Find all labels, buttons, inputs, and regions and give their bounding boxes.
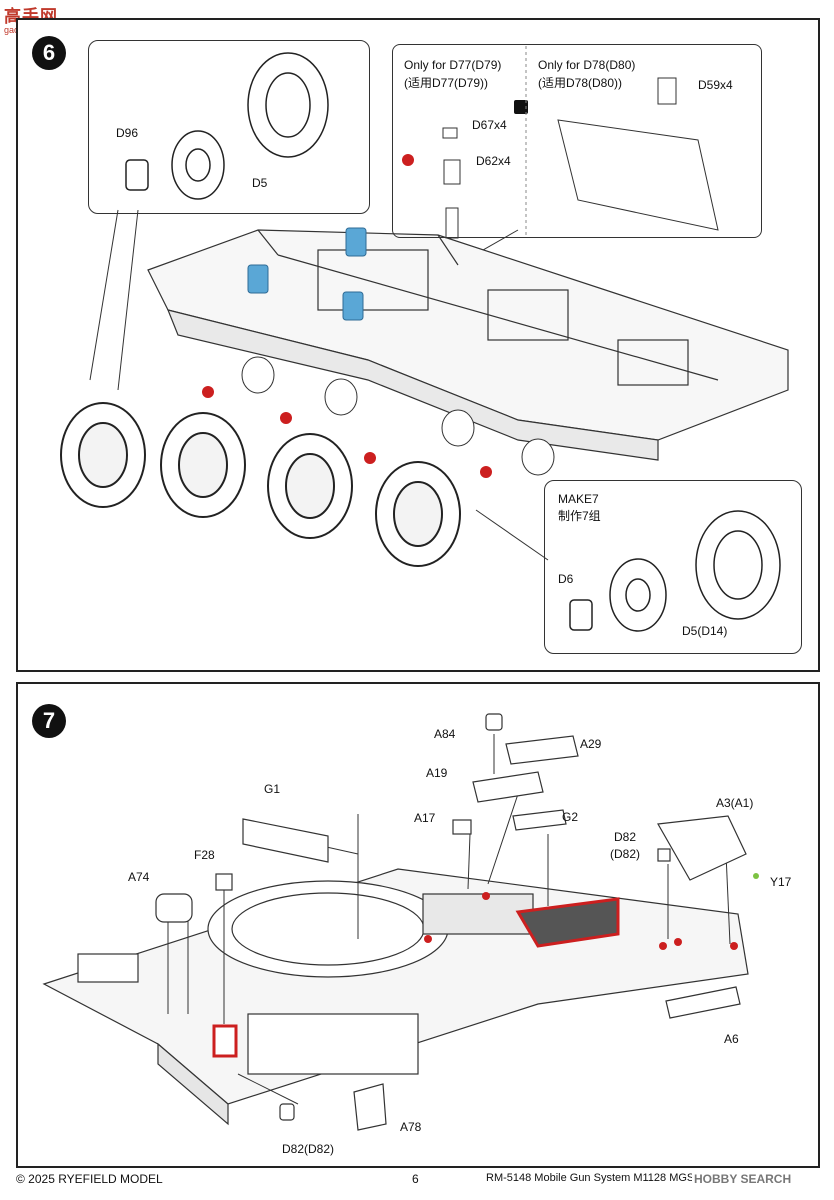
label-d5: D5 <box>252 176 268 190</box>
label-d82-top: D82 <box>614 830 637 844</box>
label-d5-d14: D5(D14) <box>682 624 728 638</box>
highlighted-hatch <box>515 897 620 948</box>
y17-marker <box>753 873 759 879</box>
label-make7: MAKE7 <box>558 492 599 506</box>
label-a84: A84 <box>434 727 456 741</box>
label-a19: A19 <box>426 766 448 780</box>
footer-copyright: © 2025 RYEFIELD MODEL <box>16 1172 163 1186</box>
br-wheel-exploded <box>569 510 781 632</box>
footer-product: RM-5148 Mobile Gun System M1128 MGS Stry… <box>486 1172 733 1184</box>
step-6-number: 6 <box>32 36 66 70</box>
callout-make-seven <box>544 480 802 654</box>
tr-suspension-parts <box>442 46 719 239</box>
step-7-parts <box>155 713 747 1131</box>
label-d67: D67x4 <box>472 118 507 132</box>
attach-markers-step7 <box>424 892 738 950</box>
hull-hubs <box>241 356 555 476</box>
footer-watermark: HOBBY SEARCH <box>692 1172 792 1186</box>
label-a3-a1: A3(A1) <box>716 796 754 810</box>
label-a29: A29 <box>580 737 602 751</box>
label-only-d78: Only for D78(D80) <box>538 58 636 72</box>
step-6-panel: 6 <box>16 18 820 672</box>
road-wheels <box>60 402 461 567</box>
label-make7-cn: 制作7组 <box>558 509 601 523</box>
hull-top-plate <box>42 868 749 1126</box>
label-d96: D96 <box>116 126 139 140</box>
label-d62: D62x4 <box>476 154 511 168</box>
label-d82-top-paren: (D82) <box>610 847 641 861</box>
label-d59: D59x4 <box>698 78 733 92</box>
step-7-diagram <box>42 713 759 1131</box>
label-only-d77: Only for D77(D79) <box>404 58 502 72</box>
label-a17: A17 <box>414 811 436 825</box>
label-d82-bottom: D82(D82) <box>282 1142 335 1156</box>
label-g1: G1 <box>264 782 281 796</box>
label-only-d77-cn: (适用D77(D79)) <box>404 76 489 90</box>
label-a78: A78 <box>400 1120 422 1134</box>
label-y17: Y17 <box>770 875 792 889</box>
step-7-panel: 7 <box>16 682 820 1168</box>
label-a74: A74 <box>128 870 150 884</box>
step-7-number: 7 <box>32 704 66 738</box>
blue-suspension-caps <box>247 227 367 321</box>
hull-chassis <box>147 229 789 461</box>
step-6-diagram <box>60 46 789 632</box>
footer-page-number: 6 <box>412 1172 419 1186</box>
label-only-d78-cn: (适用D78(D80)) <box>538 76 623 90</box>
callout-suspension-variants <box>392 44 762 238</box>
attach-markers <box>202 100 528 478</box>
label-d6: D6 <box>558 572 574 586</box>
callout-wheel-assembly <box>88 40 370 214</box>
label-a6: A6 <box>724 1032 739 1046</box>
label-g2: G2 <box>562 810 579 824</box>
tl-wheel-exploded <box>125 52 329 200</box>
label-f28: F28 <box>194 848 215 862</box>
highlight-f28-mount <box>212 1024 238 1058</box>
